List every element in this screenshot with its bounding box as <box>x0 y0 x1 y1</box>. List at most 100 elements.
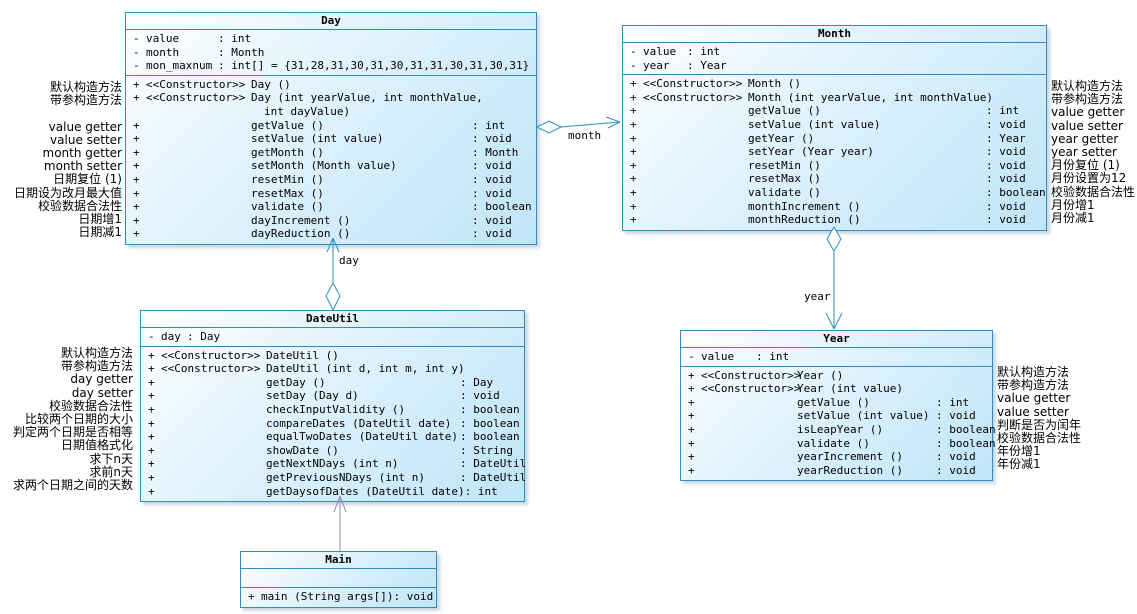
method-row: +setYear (Year year): void <box>630 145 1026 159</box>
method-row: +setMonth (Month value): void <box>133 159 512 173</box>
annotation-line: 日期值格式化 <box>60 438 133 453</box>
annotation-line: month getter <box>42 146 123 161</box>
method-row: +<<Constructor>>Month () <box>630 77 801 91</box>
class-day[interactable]: Day -value: int-month: Month-mon_maxnum:… <box>125 12 537 245</box>
method-row: +resetMax (): void <box>133 186 512 200</box>
annotation-line: day getter <box>70 372 133 387</box>
class-year-title: Year <box>681 331 992 348</box>
attribute-row: -year: Year <box>630 58 727 72</box>
method-row: +<<Constructor>>Month (int yearValue, in… <box>630 90 994 104</box>
class-dateutil[interactable]: DateUtil -day: Day +<<Constructor>>DateU… <box>140 310 527 503</box>
annotation-line: 带参构造方法 <box>1051 92 1124 107</box>
method-row: +<<Constructor>>DateUtil () <box>148 348 339 362</box>
method-row: +main (String args[]): void <box>248 590 434 603</box>
annotation-line: 判定两个日期是否相等 <box>12 425 133 440</box>
annotation-line: value getter <box>1051 105 1125 120</box>
attribute-row: -mon_maxnum: int[] = {31,28,31,30,31,30,… <box>133 59 530 73</box>
class-main-methods: +main (String args[]): void <box>241 588 436 607</box>
annotation-line: 日期设为改月最大值 <box>13 185 122 200</box>
annotation-line: value setter <box>1051 118 1123 133</box>
annotation-line: 校验数据合法性 <box>997 431 1082 446</box>
annotation-line: value setter <box>997 404 1069 419</box>
annotation-line: year getter <box>1051 131 1119 146</box>
attribute-row: -value: int <box>630 45 721 58</box>
method-row: +getDaysofDates (DateUtil date): int <box>148 484 498 498</box>
method-row: +yearIncrement (): void <box>688 450 976 464</box>
class-month[interactable]: Month -value: int-year: Year +<<Construc… <box>622 25 1047 231</box>
class-day-methods: +<<Constructor>>Day ()+<<Constructor>>Da… <box>126 76 536 244</box>
method-row: +getDay (): Day <box>148 375 494 389</box>
class-main[interactable]: Main +main (String args[]): void <box>240 551 437 608</box>
annotation-line: month setter <box>43 159 122 174</box>
method-row: +getPreviousNDays (int n): DateUtil <box>148 470 527 484</box>
annotation-line: 月份设置为12 <box>1051 171 1127 186</box>
method-row: +getYear (): Year <box>630 131 1026 145</box>
annotation-line: 月份复位 (1) <box>1051 158 1120 173</box>
class-month-attributes: -value: int-year: Year <box>623 43 1046 76</box>
annotation-line: 默认构造方法 <box>1051 79 1124 93</box>
method-row: +setValue (int value): void <box>688 409 976 423</box>
annotation-line: 求两个日期之间的天数 <box>12 478 133 493</box>
class-year[interactable]: Year -value: int +<<Constructor>>Year ()… <box>680 330 996 482</box>
method-row: +isLeapYear (): boolean <box>688 422 996 436</box>
association-main-dateutil[interactable] <box>333 495 347 551</box>
annotation-line: 日期增1 <box>78 212 122 227</box>
method-row: +resetMin (): void <box>630 158 1026 172</box>
annotation-line: 默认构造方法 <box>997 365 1070 379</box>
class-month-methods: +<<Constructor>>Month ()+<<Constructor>>… <box>623 75 1046 230</box>
annotation-line: 校验数据合法性 <box>48 398 133 413</box>
annotation-line: 比较两个日期的大小 <box>24 412 133 427</box>
method-row: +setValue (int value): void <box>133 132 512 146</box>
annotation-line <box>14 107 122 120</box>
method-row: +compareDates (DateUtil date): boolean <box>148 416 520 430</box>
method-row: +resetMax (): void <box>630 172 1026 186</box>
method-row: +getNextNDays (int n): DateUtil <box>148 457 527 471</box>
attribute-row: -day: Day <box>148 330 221 343</box>
relation-label-month: month <box>568 129 602 142</box>
class-month-title: Month <box>623 26 1046 43</box>
annotation-line: 带参构造方法 <box>49 93 122 108</box>
line-day-month <box>560 121 621 128</box>
annotation-line: 日期复位 (1) <box>53 172 122 187</box>
class-dateutil-title: DateUtil <box>141 311 524 328</box>
method-row: +validate (): boolean <box>688 436 996 450</box>
method-row: +<<Constructor>>DateUtil (int d, int m, … <box>148 362 465 376</box>
class-main-attributes <box>241 569 436 588</box>
class-year-attributes: -value: int <box>681 348 992 367</box>
method-row: +dayIncrement (): void <box>133 213 512 227</box>
annotation-line: 带参构造方法 <box>997 378 1070 393</box>
class-day-attributes: -value: int-month: Month-mon_maxnum: int… <box>126 30 536 76</box>
annotation-line: 默认构造方法 <box>49 80 122 94</box>
method-row: +getValue (): int <box>688 395 970 409</box>
annotation-line: 求前n天 <box>89 464 133 479</box>
method-row: +setDay (Day d): void <box>148 389 500 403</box>
annotation-line: 判断是否为闰年 <box>997 417 1082 432</box>
method-row: +monthReduction (): void <box>630 213 1026 227</box>
method-row: +showDate (): String <box>148 443 513 457</box>
method-row: +resetMin (): void <box>133 172 512 186</box>
method-row: +checkInputValidity (): boolean <box>148 402 520 416</box>
annotation-line: value getter <box>997 391 1071 406</box>
annotation-line: 月份增1 <box>1051 197 1095 212</box>
class-main-title: Main <box>241 552 436 569</box>
method-row: +getValue (): int <box>630 104 1020 118</box>
method-row: int dayValue) <box>264 104 351 118</box>
arrowhead-year <box>825 312 843 330</box>
annotation-line: value getter <box>48 119 122 134</box>
method-row: +yearReduction (): void <box>688 463 976 477</box>
class-dateutil-attributes: -day: Day <box>141 328 524 347</box>
annotation-line: 年份增1 <box>997 444 1041 459</box>
attribute-row: -month: Month <box>133 45 265 59</box>
method-row: +validate (): boolean <box>133 200 532 214</box>
aggregation-dateutil-day[interactable] <box>325 237 341 312</box>
class-day-title: Day <box>126 13 536 30</box>
class-year-methods: +<<Constructor>>Year ()+<<Constructor>>Y… <box>681 367 996 481</box>
method-row: +dayReduction (): void <box>133 227 512 241</box>
aggregation-month-year[interactable] <box>825 226 843 330</box>
annotation-line: 月份减1 <box>1051 211 1095 226</box>
class-dateutil-methods: +<<Constructor>>DateUtil ()+<<Constructo… <box>141 347 527 502</box>
